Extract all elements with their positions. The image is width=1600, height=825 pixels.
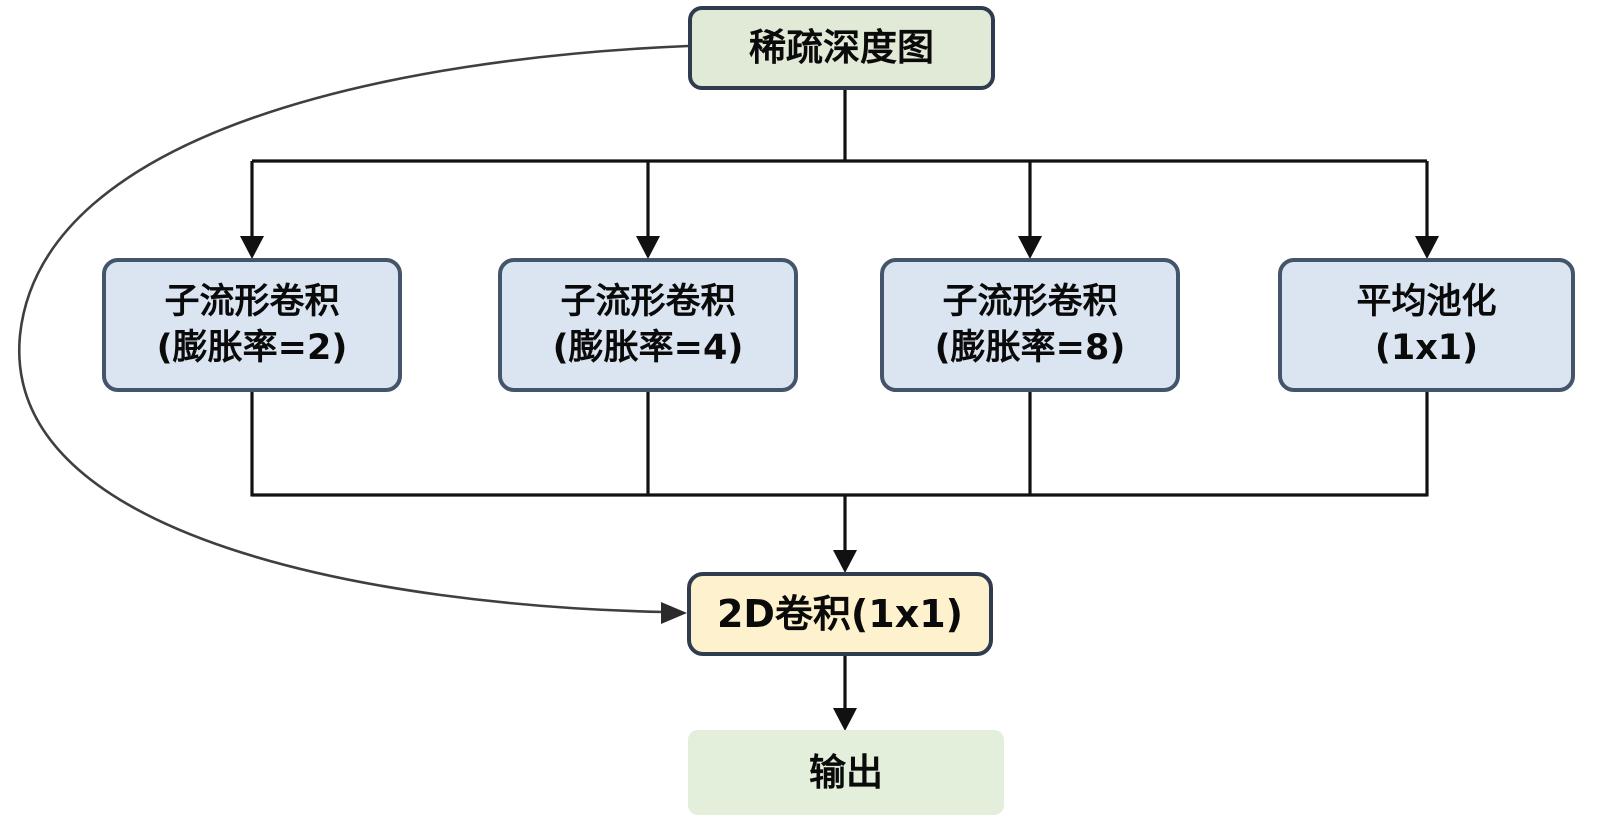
- node-label-line1: 子流形卷积: [942, 282, 1118, 322]
- node-submanifold-conv-d4: 子流形卷积 (膨胀率=4): [498, 258, 798, 392]
- node-label-line2: (1x1): [1374, 328, 1479, 368]
- node-submanifold-conv-d2: 子流形卷积 (膨胀率=2): [102, 258, 402, 392]
- arrowhead-output: [833, 708, 857, 731]
- node-2d-conv-1x1: 2D卷积(1x1): [687, 572, 993, 656]
- node-label-line1: 子流形卷积: [560, 282, 736, 322]
- arrowhead-branch1: [240, 236, 264, 259]
- node-label: 稀疏深度图: [749, 26, 934, 69]
- node-sparse-depth-map: 稀疏深度图: [688, 6, 995, 90]
- arrowhead-branch4: [1415, 236, 1439, 259]
- node-label: 输出: [809, 750, 883, 794]
- node-label-line2: (膨胀率=2): [156, 328, 348, 368]
- arrowhead-branch2: [636, 236, 660, 259]
- node-label-line1: 子流形卷积: [164, 282, 340, 322]
- arrowhead-fuse: [833, 550, 857, 573]
- node-label-line1: 平均池化: [1356, 282, 1497, 322]
- node-submanifold-conv-d8: 子流形卷积 (膨胀率=8): [880, 258, 1180, 392]
- node-label-line2: (膨胀率=4): [552, 328, 744, 368]
- node-label-line2: (膨胀率=8): [934, 328, 1126, 368]
- node-output: 输出: [688, 730, 1004, 815]
- arrowhead-branch3: [1018, 236, 1042, 259]
- edge-skip-connection: [18, 44, 689, 614]
- node-label: 2D卷积(1x1): [716, 592, 964, 636]
- arrowhead-skip-connection: [661, 602, 687, 624]
- node-average-pooling: 平均池化 (1x1): [1278, 258, 1575, 392]
